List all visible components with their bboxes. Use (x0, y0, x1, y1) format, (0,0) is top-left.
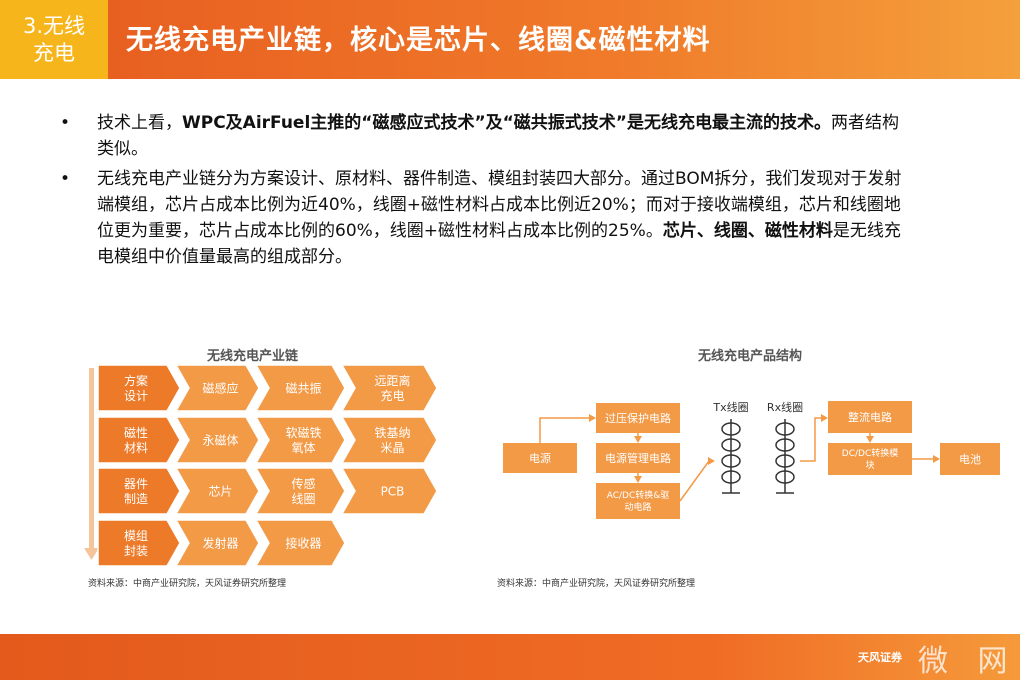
bullet-text: 技术上看， (97, 113, 182, 133)
chain-chevron-label: 器件制造 (124, 477, 148, 506)
tx-block (596, 443, 680, 473)
bullet-list: • 技术上看，WPC及AirFuel主推的“磁感应式技术”及“磁共振式技术”是无线… (60, 110, 910, 274)
connector-line (539, 417, 590, 443)
chain-chevron-label: 磁共振 (285, 380, 321, 395)
chain-chevron-label: 方案设计 (124, 373, 148, 403)
power-box-label: 电源 (529, 451, 551, 465)
rx-block-label: DC/DC转换模块 (842, 447, 898, 471)
bullet-bold-text: 芯片、线圈、磁性材料 (662, 221, 833, 241)
chain-chevron-label: 永磁体 (202, 432, 238, 447)
chain-chevron (340, 364, 438, 412)
chain-chevron (254, 416, 346, 464)
tx-block (596, 483, 680, 519)
chain-chevron (97, 416, 181, 464)
bullet-dot-icon: • (60, 113, 71, 133)
brand-logo-text: 天风证券 (858, 651, 902, 664)
bullet-text: 是无线充电模组中价值量最高的组成部分。 (97, 221, 901, 267)
rx-coil-icon-winding (775, 438, 795, 452)
chain-source: 资料来源：中商产业研究院，天风证券研究所整理 (88, 579, 287, 589)
chain-chevron-label: 发射器 (202, 535, 238, 550)
bullet-2: • 无线充电产业链分为方案设计、原材料、器件制造、模组封装四大部分。通过BOM拆分… (60, 166, 910, 270)
tx-block (596, 403, 680, 433)
tx-coil-icon-winding (721, 422, 741, 436)
chain-chevron (340, 416, 438, 464)
structure-chart-title: 无线充电产品结构 (698, 349, 803, 364)
bullet-dot-icon: • (60, 169, 71, 189)
brand-logo: 天风证券 (845, 634, 915, 680)
chain-chevron (254, 467, 346, 515)
connector-line (679, 460, 710, 502)
tx-block-label: 过压保护电路 (605, 411, 671, 425)
rx-coil-icon-winding (775, 454, 795, 468)
section-tag-text: 3.无线充电 (22, 13, 86, 65)
chain-chevron-label: 接收器 (285, 535, 321, 550)
arrow-head-icon (589, 414, 596, 422)
rx-block (828, 443, 912, 475)
bullet-bold-text: WPC及AirFuel主推的“磁感应式技术”及“磁共振式技术”是无线充电最主流的… (182, 113, 831, 133)
tx-coil-icon-label: Tx线圈 (712, 400, 748, 414)
power-box (503, 443, 577, 473)
chain-chevron-label: PCB (381, 484, 405, 498)
chain-chevron-label: 软磁铁氧体 (285, 425, 321, 455)
bullet-text: 无线充电产业链分为方案设计、原材料、器件制造、模组封装四大部分。通过BOM拆分，… (97, 169, 902, 241)
chain-chevron (97, 364, 181, 412)
tx-coil-icon-winding (721, 470, 741, 484)
connector-line (800, 417, 822, 462)
footer-bar (0, 634, 1020, 680)
chain-chevron (340, 467, 438, 515)
rx-coil-icon-winding (775, 470, 795, 484)
section-tag: 3.无线充电 (0, 0, 108, 79)
battery-box-label: 电池 (959, 453, 981, 466)
chain-chevron (254, 519, 346, 567)
chain-flow-arrow-head-icon (84, 548, 99, 560)
chain-chevron (97, 467, 181, 515)
chain-chevron (174, 416, 260, 464)
rx-coil-icon-winding (775, 422, 795, 436)
watermark-small: Hiaomi (900, 621, 943, 635)
chain-chevron (97, 519, 181, 567)
bullet-text: 两者结构类似。 (97, 113, 899, 159)
chain-chevron-label: 传感线圈 (291, 476, 315, 506)
chain-chevron-label: 模组封装 (124, 529, 148, 558)
page-title: 无线充电产业链，核心是芯片、线圈&磁性材料 (126, 25, 711, 56)
chain-chart-title: 无线充电产业链 (207, 349, 299, 364)
tx-coil-icon-winding (721, 438, 741, 452)
header-bar (0, 0, 1020, 79)
chain-chevron (254, 364, 346, 412)
chain-chevron-label: 铁基纳米晶 (374, 426, 410, 455)
chain-chevron (174, 519, 260, 567)
arrow-head-icon (634, 436, 642, 443)
rx-coil-icon-label: Rx线圈 (767, 400, 803, 414)
arrow-head-icon (634, 476, 642, 483)
chain-chevron-label: 磁感应 (202, 380, 238, 395)
bullet-1: • 技术上看，WPC及AirFuel主推的“磁感应式技术”及“磁共振式技术”是无线… (60, 110, 910, 162)
arrow-head-icon (933, 455, 940, 463)
rx-block-label: 整流电路 (848, 410, 892, 424)
arrow-head-icon (821, 414, 828, 422)
battery-box (940, 443, 1000, 475)
rx-block (828, 401, 912, 433)
chain-chevron (174, 467, 260, 515)
structure-source: 资料来源：中商产业研究院，天风证券研究所整理 (497, 579, 696, 589)
watermark: 微 网 (918, 644, 1018, 679)
chain-chevron-label: 磁性材料 (124, 425, 148, 455)
tx-block-label: AC/DC转换&驱动电路 (607, 489, 670, 513)
chain-chevron-label: 芯片 (208, 484, 232, 498)
arrow-head-icon (708, 457, 715, 465)
chain-flow-arrow-shaft (89, 368, 94, 550)
arrow-head-icon (866, 436, 874, 443)
tx-coil-icon-winding (721, 454, 741, 468)
chain-chevron-label: 远距离充电 (374, 373, 410, 403)
chain-chevron (174, 364, 260, 412)
tx-block-label: 电源管理电路 (605, 451, 671, 465)
